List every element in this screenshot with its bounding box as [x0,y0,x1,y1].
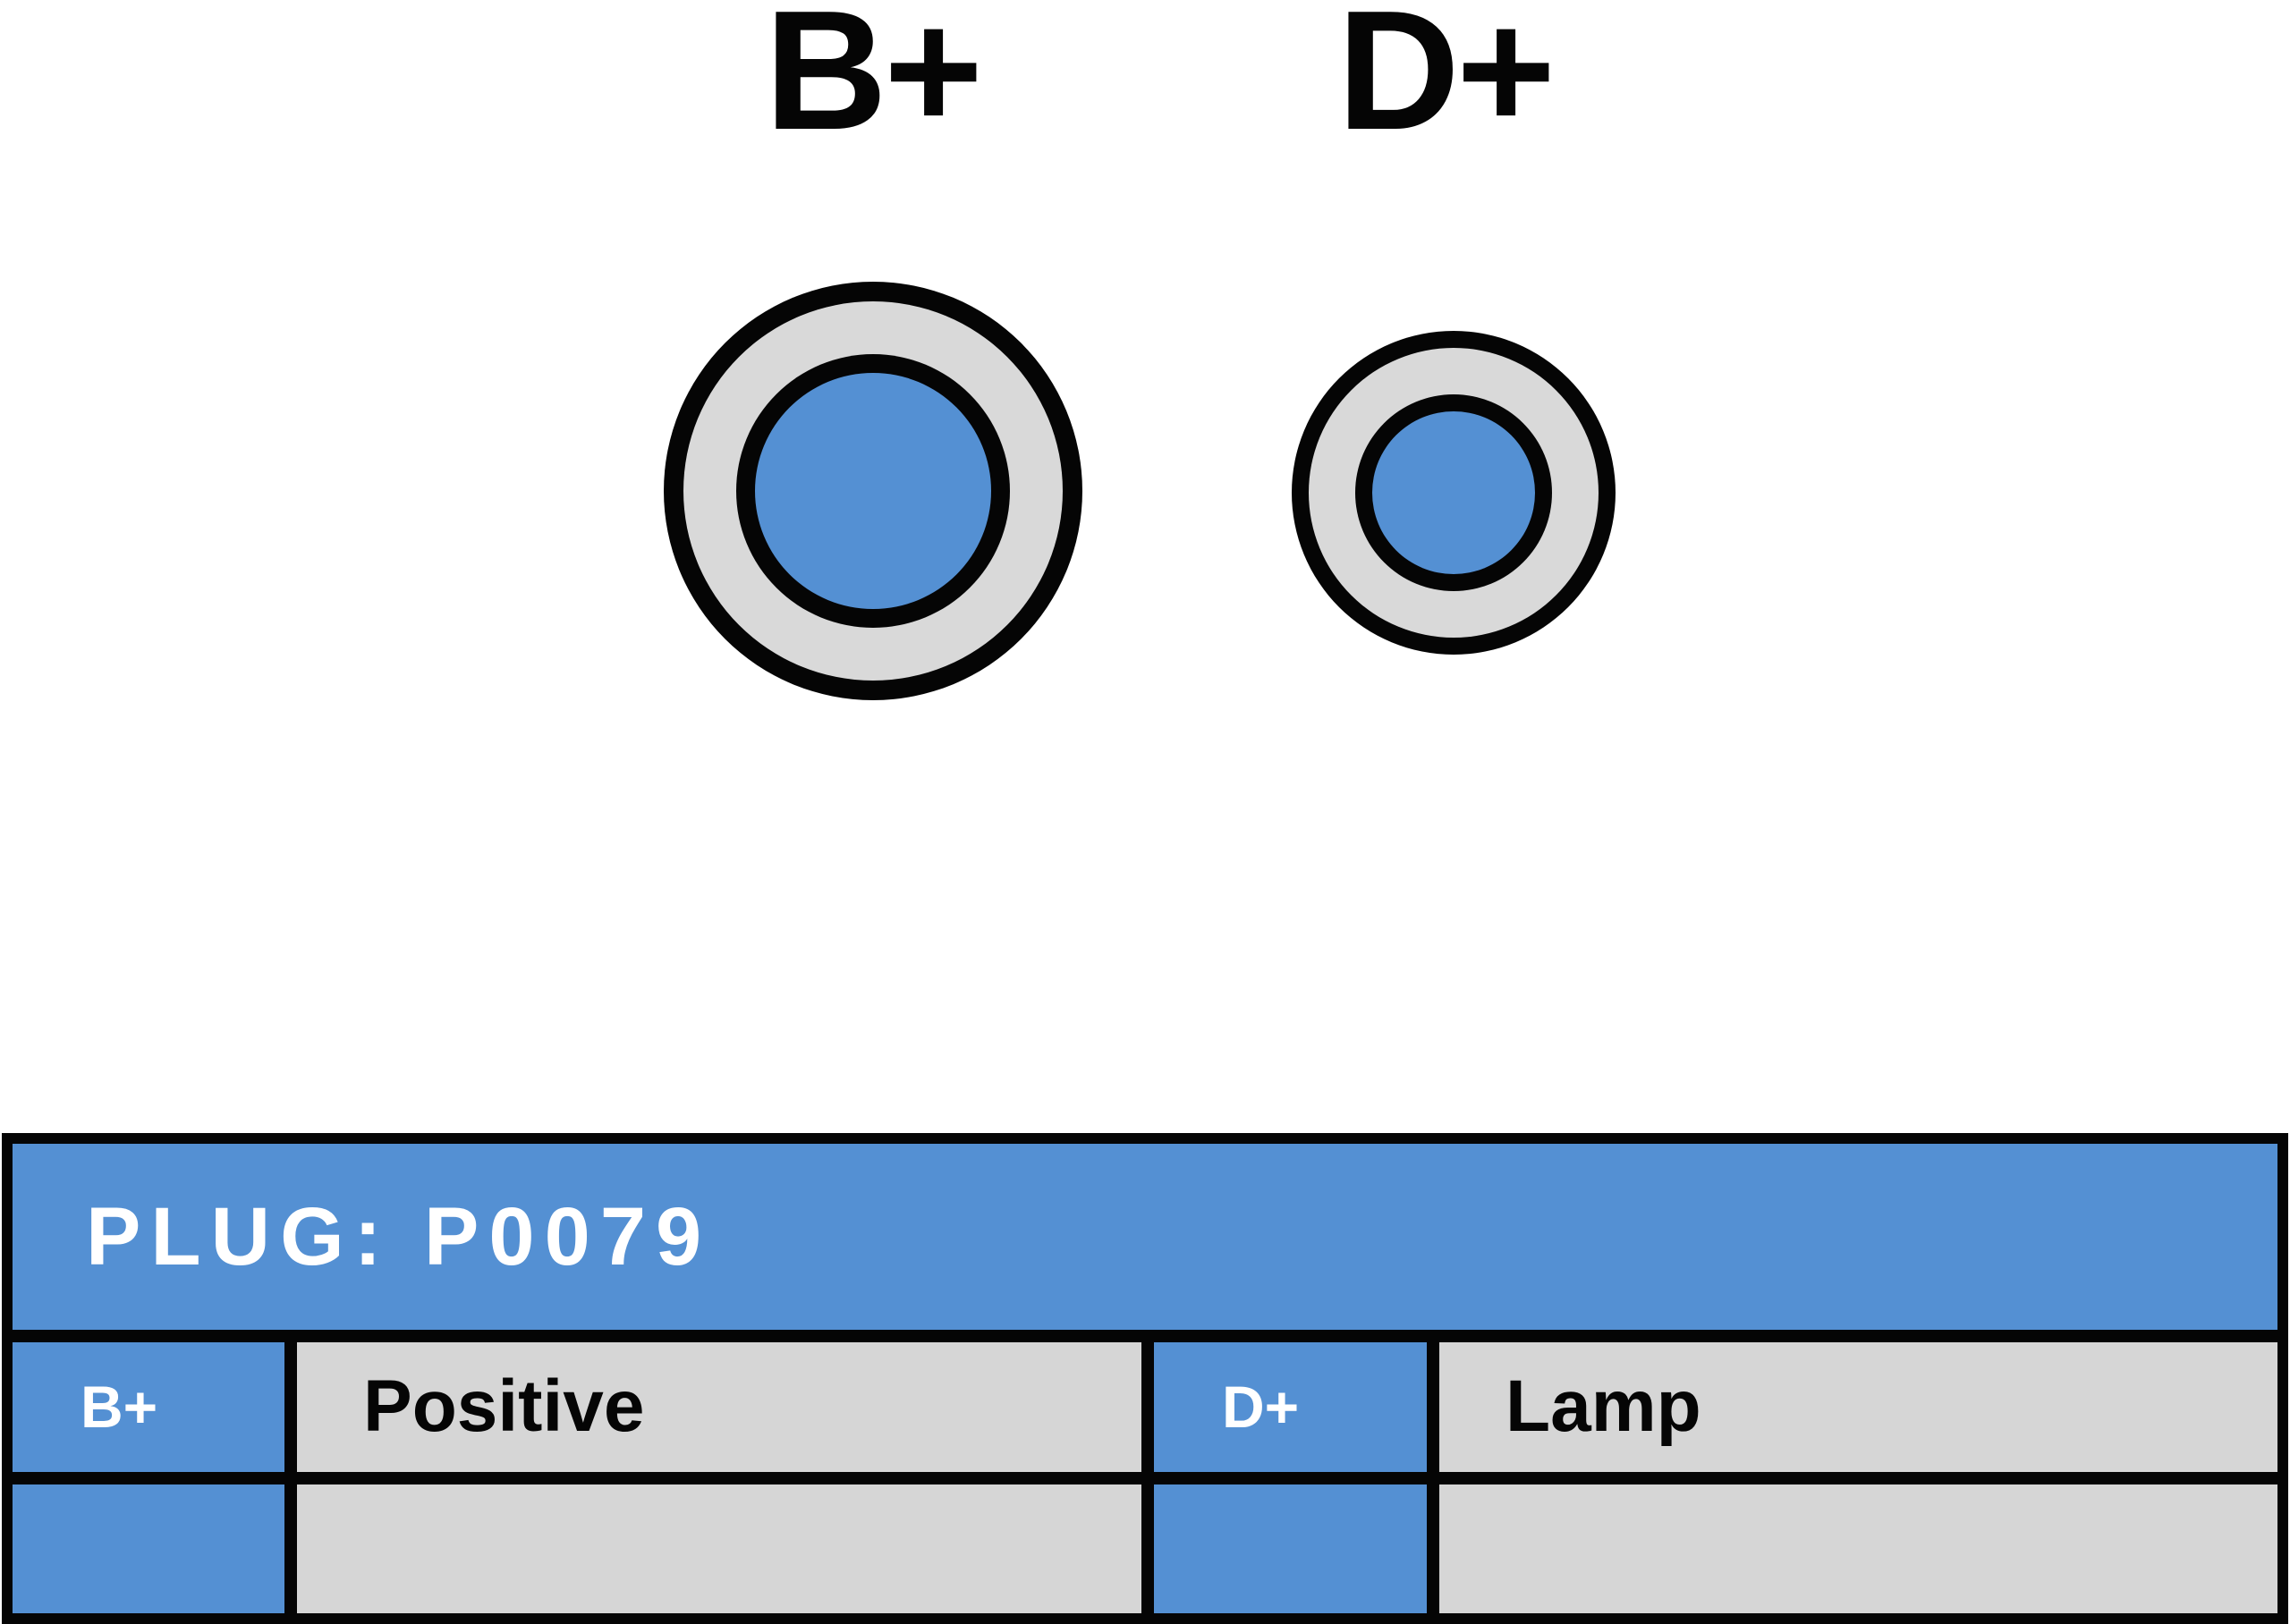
plug-title: PLUG: P0079 [86,1191,712,1282]
pin-cell-empty [1154,1484,1439,1613]
plug-table-header: PLUG: P0079 [13,1144,2277,1330]
description-cell-positive: Positive [297,1342,1154,1472]
table-row: B+ Positive D+ Lamp [13,1330,2277,1472]
d-plus-core [1372,411,1535,574]
description-cell-lamp: Lamp [1439,1342,2277,1472]
description-label: Positive [363,1366,645,1448]
pin-cell-d-plus: D+ [1154,1342,1439,1472]
terminal-label-d-plus: D+ [1336,0,1556,165]
plug-table: PLUG: P0079 B+ Positive D+ Lamp [2,1133,2288,1624]
pin-cell-empty [13,1484,297,1613]
terminal-b-plus-icon [664,282,1082,700]
pin-label: D+ [1222,1374,1300,1441]
pin-cell-b-plus: B+ [13,1342,297,1472]
pin-label: B+ [81,1374,158,1441]
terminal-d-plus-icon [1292,331,1616,655]
description-label: Lamp [1505,1366,1701,1448]
description-cell-empty [297,1484,1154,1613]
table-row-empty [13,1471,2277,1613]
description-cell-empty [1439,1484,2277,1613]
terminal-label-b-plus: B+ [764,0,983,165]
b-plus-core [755,373,991,609]
